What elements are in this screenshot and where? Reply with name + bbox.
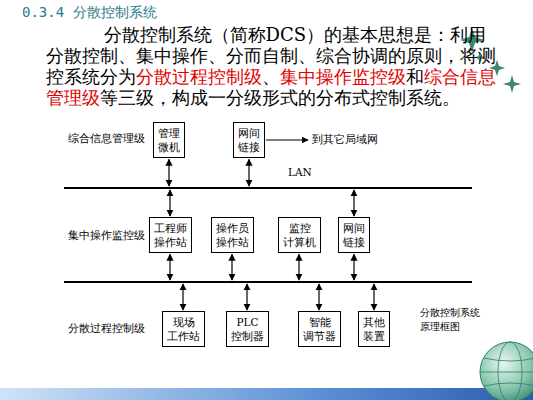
- box-label: 智能 调节器: [303, 315, 336, 343]
- bus-arrow: [246, 284, 247, 310]
- box-label: 现场 工作站: [167, 315, 200, 343]
- box-label: 工程师 操作站: [154, 221, 187, 249]
- component-box: 现场 工作站: [162, 311, 205, 347]
- bus-arrow: [182, 284, 183, 310]
- bus-arrow: [266, 139, 308, 140]
- box-label: 管理 微机: [158, 126, 180, 154]
- highlight-term: 集中操作监控级: [280, 66, 406, 87]
- highlight-term: 分散过程控制级: [136, 66, 262, 87]
- bus-arrow: [248, 159, 249, 186]
- bus-arrow: [169, 190, 170, 216]
- bus-arrow: [353, 254, 354, 280]
- bus-arrow: [353, 190, 354, 216]
- bus-connectors: [169, 140, 374, 310]
- bus-arrow: [318, 284, 319, 310]
- box-label: 网间 链接: [343, 221, 365, 249]
- figure-caption: 分散控制系统 原理框图: [420, 306, 480, 333]
- paragraph-text: 等三级，构成一分级形式的分布式控制系统。: [100, 87, 460, 108]
- bus-arrow: [169, 254, 170, 280]
- lan-bus: [64, 187, 472, 189]
- box-label: 操作员 操作站: [216, 221, 249, 249]
- control-bus: [64, 281, 472, 283]
- component-box: PLC 控制器: [226, 311, 269, 347]
- slide-title: 0.3.4 分散控制系统: [22, 4, 157, 22]
- level-label: 综合信息管理级: [68, 132, 145, 146]
- component-box: 智能 调节器: [298, 311, 341, 347]
- box-label: PLC 控制器: [231, 315, 264, 343]
- box-label: 监控 计算机: [283, 221, 316, 249]
- bus-arrow: [298, 254, 299, 280]
- component-box: 工程师 操作站: [149, 217, 192, 253]
- component-box: 其他 装置: [358, 311, 390, 347]
- globe: [480, 342, 533, 400]
- bus-label: LAN: [288, 166, 312, 180]
- box-label: 网间 链接: [238, 126, 260, 154]
- level-label: 分散过程控制级: [68, 322, 145, 336]
- component-box: 管理 微机: [153, 122, 185, 158]
- box-label: 其他 装置: [363, 315, 385, 343]
- caption-text: 分散控制系统 原理框图: [420, 306, 480, 333]
- link-target-label: 到其它局域网: [312, 133, 378, 147]
- paragraph-text: 、: [262, 66, 280, 87]
- star: [503, 75, 521, 93]
- component-box: 网间 链接: [338, 217, 370, 253]
- footer-bar: [0, 388, 533, 400]
- component-box: 操作员 操作站: [211, 217, 254, 253]
- bus-arrow: [231, 254, 232, 280]
- component-box: 监控 计算机: [278, 217, 321, 253]
- paragraph-text: 和: [406, 66, 424, 87]
- intro-paragraph: 分散控制系统（简称DCS）的基本思想是：利用分散控制、集中操作、分而自制、综合协…: [46, 24, 504, 108]
- bus-arrow: [168, 159, 169, 186]
- component-box: 网间 链接: [233, 122, 265, 158]
- level-label: 集中操作监控级: [68, 229, 145, 243]
- bus-arrow: [373, 284, 374, 310]
